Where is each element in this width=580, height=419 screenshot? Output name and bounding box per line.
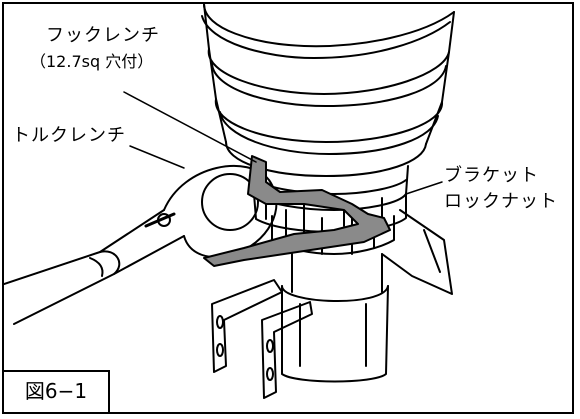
hook-wrench-note: （12.7sq 穴付） <box>30 52 154 71</box>
torque-wrench <box>4 164 278 325</box>
lock-nut-label: ロックナット <box>444 191 558 212</box>
assembly-drawing <box>4 4 455 399</box>
leader-lines <box>123 91 443 195</box>
figure-frame: フックレンチ （12.7sq 穴付） トルクレンチ ブラケット ロックナット 図… <box>2 2 574 414</box>
mounting-bracket <box>211 279 313 399</box>
coil-spring <box>201 4 455 177</box>
figure-label: 図6−1 <box>4 370 110 412</box>
shock-body <box>281 253 389 383</box>
hook-wrench-label: フックレンチ <box>46 25 160 46</box>
torque-wrench-label: トルクレンチ <box>12 125 126 146</box>
bracket-label: ブラケット <box>444 165 539 186</box>
dust-cover <box>381 209 453 295</box>
hook-wrench <box>203 155 391 267</box>
